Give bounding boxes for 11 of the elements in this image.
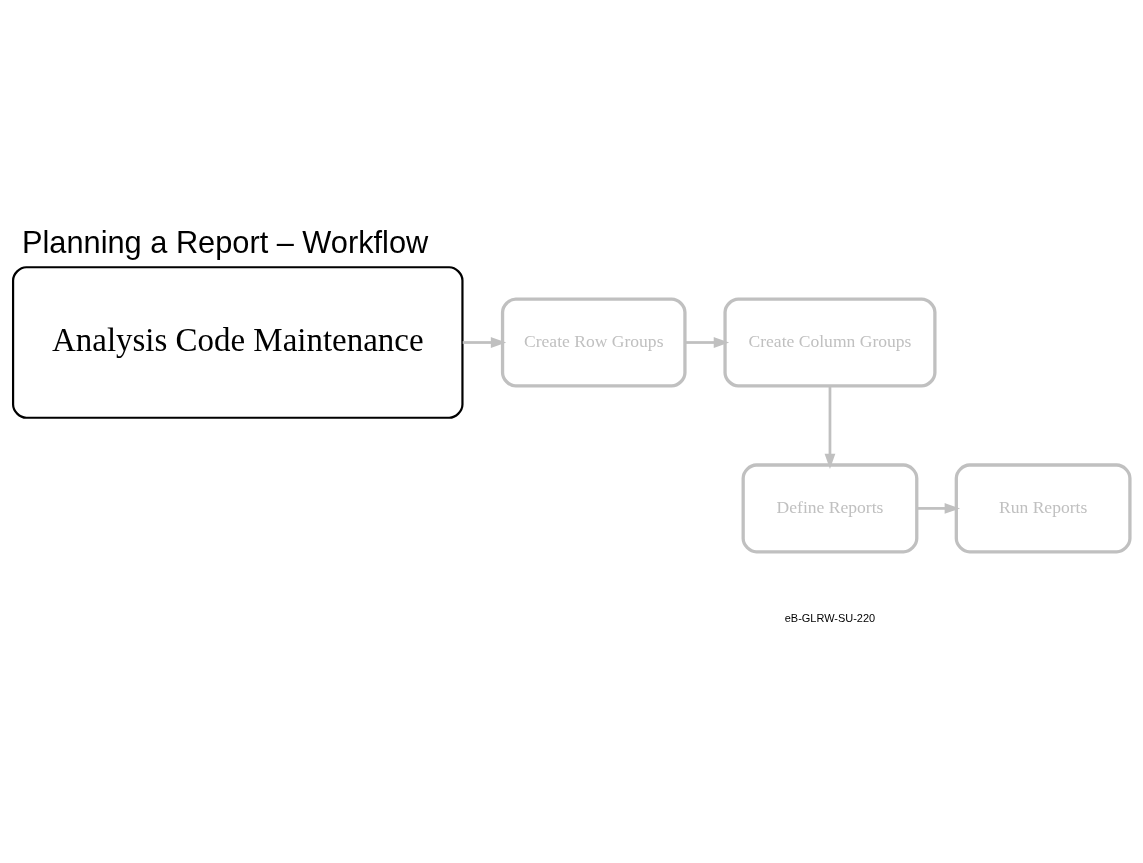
arrow <box>824 386 836 470</box>
arrow <box>917 503 961 514</box>
node-box: Run Reports <box>954 463 1132 554</box>
label: eB-GLRW-SU-220 <box>784 611 876 624</box>
node-box: Create Row Groups <box>500 297 687 388</box>
node-box: Create Column Groups <box>723 297 937 388</box>
node-box: Define Reports <box>741 463 919 554</box>
arrow <box>462 337 507 348</box>
node-box: Analysis Code Maintenance <box>12 266 464 419</box>
arrow <box>685 337 730 348</box>
diagram-title: Planning a Report – Workflow <box>22 225 429 261</box>
